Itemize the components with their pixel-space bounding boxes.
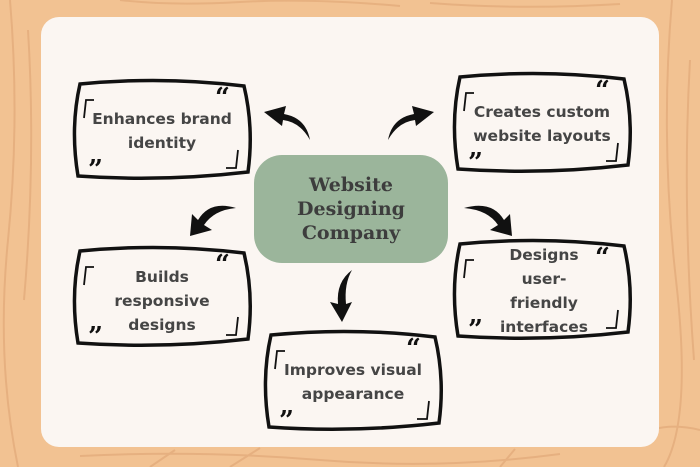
arrow-to-brand-identity-icon — [264, 106, 310, 140]
node-label: Improves visual appearance — [284, 361, 422, 403]
sketch-frame — [452, 238, 632, 340]
open-quote-icon: “ — [215, 250, 230, 280]
node-custom-layouts: “ ” Creates custom website layouts — [452, 71, 632, 177]
arrow-to-custom-layouts-icon — [388, 106, 434, 140]
sketch-frame — [72, 78, 252, 180]
open-quote-icon: “ — [406, 334, 421, 364]
node-responsive-designs: “ ” Builds responsive designs — [72, 245, 252, 351]
node-label: Enhances brand identity — [92, 110, 232, 152]
arrow-to-user-friendly-icon — [464, 205, 512, 236]
arrow-to-responsive-designs-icon — [190, 205, 236, 236]
node-visual-appearance: “ ” Improves visual appearance — [263, 329, 443, 435]
open-quote-icon: “ — [215, 83, 230, 113]
center-title: Website Designing Company — [297, 174, 405, 244]
sketch-frame — [452, 71, 632, 173]
arrow-to-visual-appearance-icon — [330, 270, 352, 322]
center-node: Website Designing Company — [254, 155, 448, 263]
sketch-frame — [263, 329, 443, 431]
node-user-friendly: “ ” Designs user-friendly interfaces — [452, 238, 632, 344]
open-quote-icon: “ — [595, 243, 610, 273]
node-brand-identity: “ ” Enhances brand identity — [72, 78, 252, 184]
close-quote-icon: ” — [88, 322, 103, 352]
sketch-frame — [72, 245, 252, 347]
node-label: Creates custom website layouts — [473, 103, 611, 145]
close-quote-icon: ” — [468, 148, 483, 178]
node-label: Designs user-friendly interfaces — [499, 246, 589, 336]
close-quote-icon: ” — [88, 155, 103, 185]
open-quote-icon: “ — [595, 76, 610, 106]
close-quote-icon: ” — [279, 406, 294, 436]
close-quote-icon: ” — [468, 315, 483, 345]
node-label: Builds responsive designs — [114, 268, 210, 334]
